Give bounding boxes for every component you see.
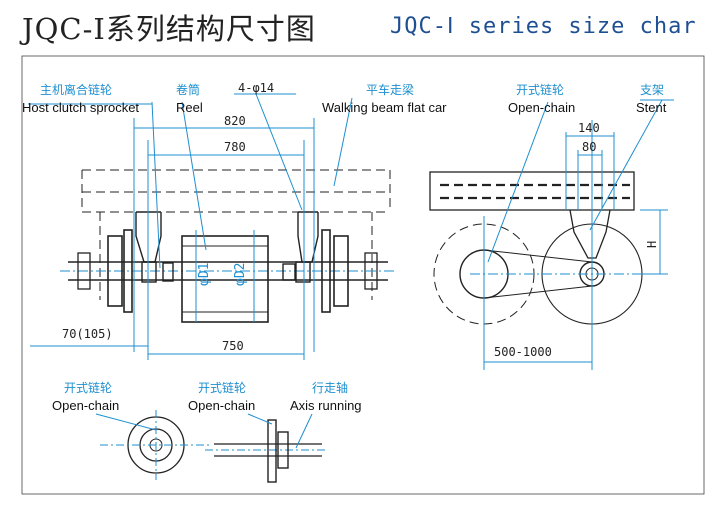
dim-80: 80	[582, 140, 596, 154]
end-view-beam	[429, 171, 635, 211]
label-reel-zh: 卷筒	[176, 82, 200, 97]
end-view-stent	[569, 209, 611, 259]
walking-beam-outline	[81, 169, 391, 300]
reel-drum	[181, 235, 269, 323]
dim-820: 820	[224, 114, 246, 128]
dim-140: 140	[578, 121, 600, 135]
shaft	[60, 261, 395, 281]
label-axis-running-zh: 行走轴	[312, 380, 348, 395]
label-open-chain-2-en: Open-chain	[188, 398, 255, 413]
label-walking-beam-en: Walking beam flat car	[322, 100, 447, 115]
label-open-chain-top-zh: 开式链轮	[516, 82, 564, 97]
dim-d1: φD1	[197, 263, 212, 286]
detail-open-chain-1	[95, 410, 210, 480]
label-axis-running-en: Axis running	[290, 398, 362, 413]
title-english: JQC-Ⅰ series size char	[390, 14, 697, 39]
side-view-dimensions	[28, 93, 353, 360]
label-open-chain-1-en: Open-chain	[52, 398, 119, 413]
label-holes: 4-φ14	[238, 81, 274, 95]
label-stent-zh: 支架	[640, 83, 664, 97]
drawing-frame	[21, 55, 705, 495]
label-host-sprocket-en: Host clutch sprocket	[22, 100, 139, 115]
dim-d2: φD2	[233, 263, 248, 286]
side-view	[28, 93, 395, 360]
label-open-chain-1-zh: 开式链轮	[64, 380, 112, 395]
dim-750: 750	[222, 339, 244, 353]
dim-h: H	[645, 241, 659, 248]
dim-500-1000: 500-1000	[494, 345, 552, 359]
title-chinese: JQC-Ⅰ系列结构尺寸图	[22, 12, 316, 46]
label-stent-en: Stent	[636, 100, 667, 115]
end-view-dimensions	[470, 99, 674, 370]
label-open-chain-2-zh: 开式链轮	[198, 380, 246, 395]
label-host-sprocket-zh: 主机离合链轮	[40, 82, 112, 97]
detail-open-chain-2	[205, 413, 325, 483]
right-bearing-group	[282, 211, 378, 313]
dim-70: 70(105)	[62, 327, 113, 341]
label-open-chain-top-en: Open-chain	[508, 100, 575, 115]
dim-780: 780	[224, 140, 246, 154]
label-reel-en: Reel	[176, 100, 203, 115]
label-walking-beam-zh: 平车走梁	[366, 82, 414, 97]
end-view	[429, 99, 674, 370]
